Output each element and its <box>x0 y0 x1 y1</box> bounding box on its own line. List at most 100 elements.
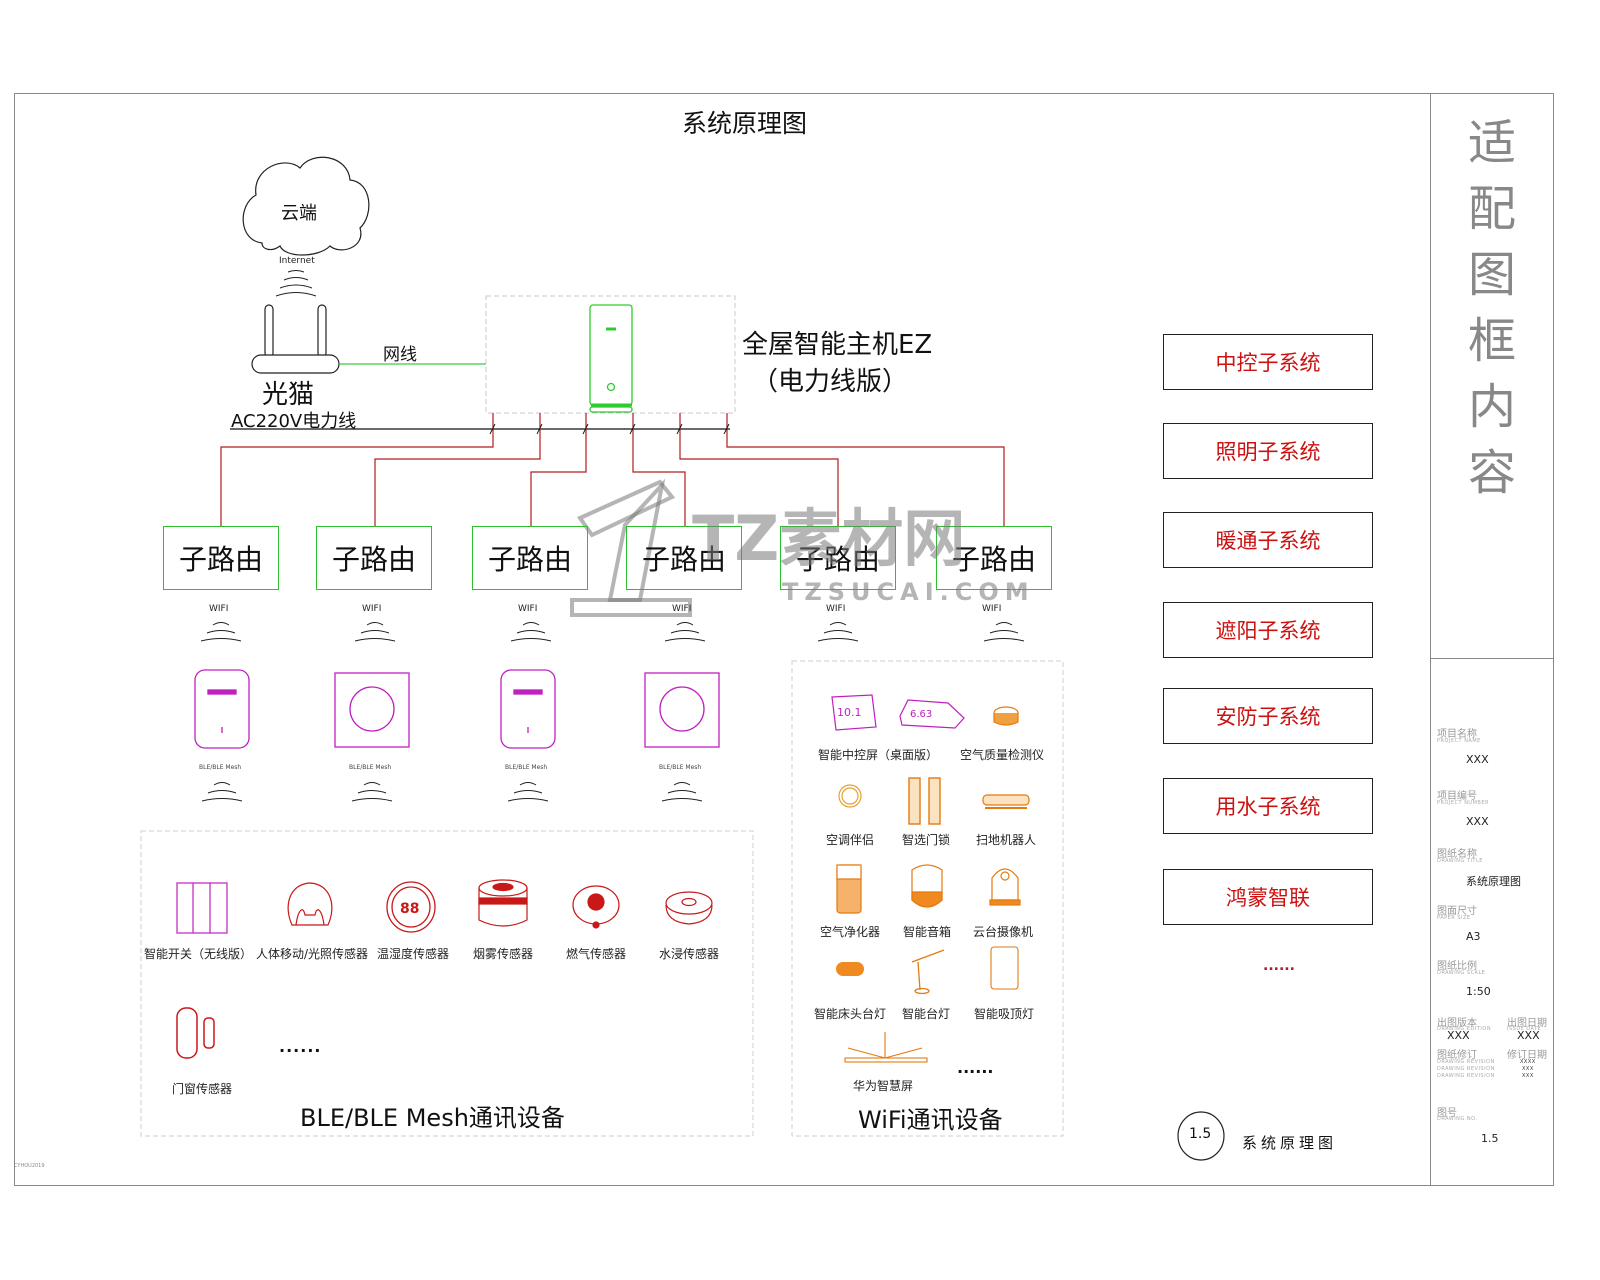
host-subtitle: （电力线版） <box>752 367 909 397</box>
wifi-device-label: 云台摄像机 <box>972 925 1034 939</box>
ac-companion-icon <box>838 784 862 808</box>
ble-device-label: 烟雾传感器 <box>472 947 534 961</box>
frame-placeholder-char: 容 <box>1467 445 1516 501</box>
wifi-waves-icon <box>983 622 1025 642</box>
sub-router-box: 子路由 <box>780 526 896 590</box>
internet-label: Internet <box>279 256 315 266</box>
modem-label: 光猫 <box>262 380 315 410</box>
water-sensor-icon <box>665 891 713 925</box>
ble-device-label: 燃气传感器 <box>565 947 627 961</box>
ble-gateway-panel-icon <box>644 672 720 748</box>
tb-revision-sub: DRAWING REVISION <box>1437 1059 1495 1065</box>
ble-more-indicator: ...... <box>279 1037 322 1056</box>
tb-drawing-no-value: 1.5 <box>1481 1132 1499 1145</box>
wifi-label: WIFI <box>672 604 692 614</box>
host-device-icon <box>589 304 633 413</box>
wifi-device-label: 空调伴侣 <box>825 833 875 847</box>
ble-device-label: 门窗传感器 <box>171 1082 233 1096</box>
subsystems-more-indicator: ...... <box>1263 958 1295 974</box>
wifi-device-label: 智能中控屏（桌面版） <box>817 748 939 762</box>
wifi-device-label: 华为智慧屏 <box>852 1079 914 1093</box>
wifi-device-label: 智能台灯 <box>901 1007 951 1021</box>
wifi-waves-icon <box>817 622 859 642</box>
subsystem-box: 鸿蒙智联 <box>1163 869 1373 925</box>
host-frame <box>485 295 736 414</box>
subsystem-box: 用水子系统 <box>1163 778 1373 834</box>
tb-revision-sub: DRAWING REVISION <box>1437 1073 1495 1079</box>
tb-field-label: 图纸比例 <box>1437 961 1477 972</box>
network-cable-label: 网线 <box>383 345 417 365</box>
tb-field-value: XXX <box>1466 753 1489 766</box>
motion-sensor-icon <box>287 882 333 926</box>
wifi-label: WIFI <box>362 604 382 614</box>
door-lock-icon <box>908 777 941 825</box>
tb-issue-date-label: 出图日期 <box>1507 1018 1547 1029</box>
ble-device-label: 水浸传感器 <box>658 947 720 961</box>
tb-field-sub: PROJECT NUMBER <box>1437 800 1489 806</box>
tb-field-sub: PAPER SIZE <box>1437 915 1471 921</box>
ble-gateway-plug-icon <box>194 669 250 749</box>
tb-revision-label: 图纸修订 <box>1437 1050 1477 1061</box>
tb-revision-date-label: 修订日期 <box>1507 1050 1547 1061</box>
ble-mesh-label: BLE/BLE Mesh <box>349 764 392 771</box>
desk-lamp-icon <box>911 949 945 995</box>
wifi-waves-icon <box>200 622 242 642</box>
wifi-label: WIFI <box>209 604 229 614</box>
footer-code: CYHOU2019 <box>14 1163 45 1169</box>
wifi-group-frame <box>791 660 1064 1137</box>
watermark-logo <box>570 478 692 617</box>
tb-revision-sub: DRAWING REVISION <box>1437 1066 1495 1072</box>
frame-placeholder-char: 适 <box>1467 115 1516 171</box>
wifi-more-indicator: ...... <box>957 1058 994 1077</box>
ble-mesh-label: BLE/BLE Mesh <box>659 764 702 771</box>
sub-router-box: 子路由 <box>163 526 279 590</box>
tb-revision-date-value: XXX <box>1522 1073 1534 1079</box>
subsystem-box: 遮阳子系统 <box>1163 602 1373 658</box>
control-screen-icon: 10.1 <box>831 694 877 731</box>
frame-placeholder-char: 图 <box>1467 247 1516 303</box>
power-tap-line <box>530 413 587 526</box>
tb-field-value: 系统原理图 <box>1466 875 1521 888</box>
ble-waves-icon <box>201 782 243 802</box>
ble-group-title: BLE/BLE Mesh通讯设备 <box>300 1104 565 1132</box>
subsystem-box: 暖通子系统 <box>1163 512 1373 568</box>
sub-router-box: 子路由 <box>936 526 1052 590</box>
internet-waves-icon <box>275 270 317 297</box>
ptz-camera-icon <box>989 868 1021 906</box>
wifi-group-title: WiFi通讯设备 <box>858 1106 1003 1134</box>
ble-group-frame <box>140 830 754 1137</box>
tb-field-value: XXX <box>1466 815 1489 828</box>
frame-placeholder-text: 适配图框内容 <box>1452 110 1532 506</box>
frame-placeholder-char: 配 <box>1467 181 1516 237</box>
tb-drawing-no-label: 图号 <box>1437 1108 1457 1119</box>
drawing-ref-name: 系统原理图 <box>1242 1134 1338 1152</box>
svg-text:6.63: 6.63 <box>910 709 932 720</box>
power-line-label: AC220V电力线 <box>231 411 357 432</box>
tb-version-sub: DRAWING EDITION <box>1437 1026 1492 1032</box>
cloud-label: 云端 <box>281 203 317 224</box>
wifi-waves-icon <box>510 622 552 642</box>
ble-device-label: 温湿度传感器 <box>376 947 450 961</box>
wifi-device-label: 智能音箱 <box>902 925 952 939</box>
ble-waves-icon <box>351 782 393 802</box>
tb-field-label: 图纸名称 <box>1437 849 1477 860</box>
cloud-icon <box>242 156 370 256</box>
tb-version-value: XXX <box>1447 1029 1470 1042</box>
wifi-device-label: 智能床头台灯 <box>813 1007 887 1021</box>
wifi-device-label: 扫地机器人 <box>975 833 1037 847</box>
subsystem-box: 中控子系统 <box>1163 334 1373 390</box>
tb-field-label: 图面尺寸 <box>1437 906 1477 917</box>
ble-mesh-label: BLE/BLE Mesh <box>505 764 548 771</box>
wifi-device-label: 空气净化器 <box>819 925 881 939</box>
power-tap-line <box>726 413 1005 526</box>
tb-field-value: A3 <box>1466 930 1481 943</box>
wifi-device-label: 智能吸顶灯 <box>973 1007 1035 1021</box>
smoke-sensor-icon <box>478 879 528 927</box>
power-tap-tick <box>582 423 589 435</box>
drawing-ref-number: 1.5 <box>1189 1126 1212 1142</box>
air-purifier-icon <box>836 864 862 914</box>
wifi-label: WIFI <box>982 604 1002 614</box>
ble-mesh-label: BLE/BLE Mesh <box>199 764 242 771</box>
sub-router-box: 子路由 <box>316 526 432 590</box>
frame-placeholder-char: 内 <box>1467 379 1516 435</box>
